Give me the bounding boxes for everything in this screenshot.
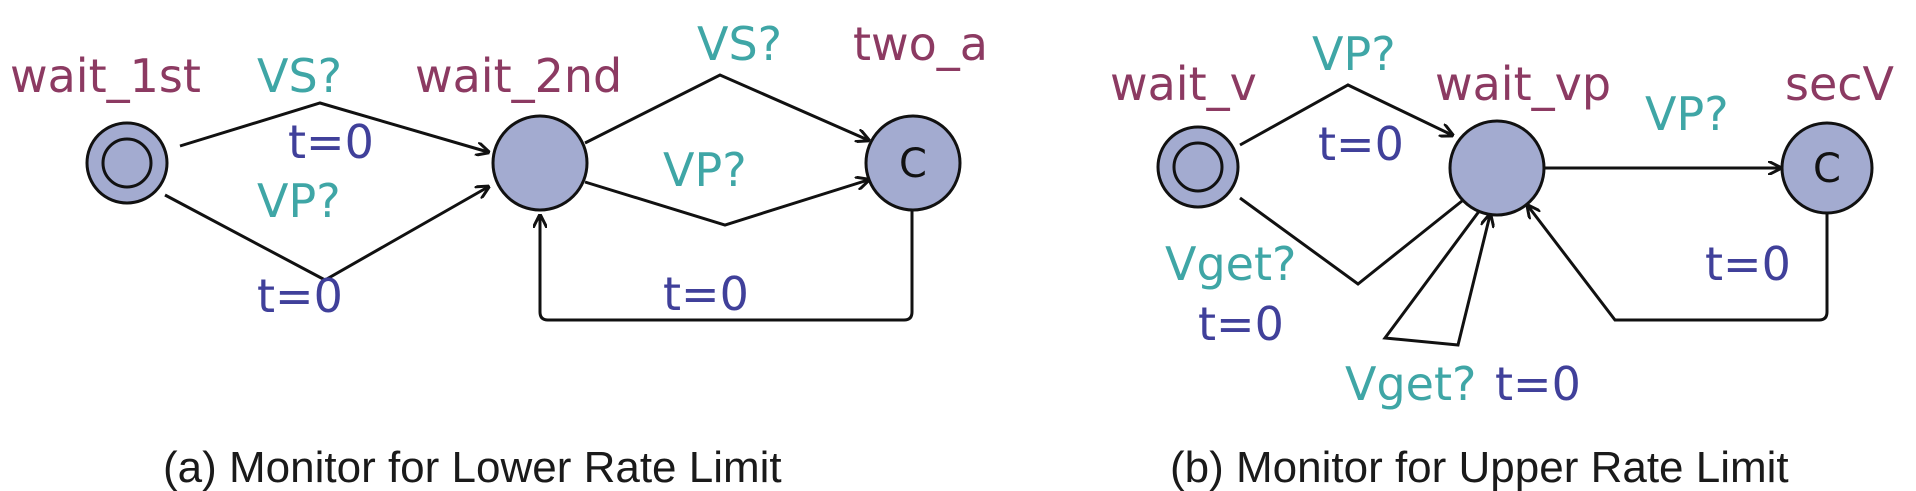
state-name-secv: secV [1785, 57, 1895, 111]
label-vget-left: Vget? [1165, 237, 1296, 291]
edge-wait2nd-to-twoa-vs [584, 73, 868, 145]
edge-wait1st-to-wait2nd-vp [164, 187, 488, 282]
edge-secv-to-waitvp-return [1528, 206, 1829, 322]
caption-a: (a) Monitor for Lower Rate Limit [163, 443, 782, 491]
committed-mark-secv: C [1813, 146, 1841, 192]
state-two-a: C [864, 114, 962, 212]
edge-twoa-to-wait2nd-return [540, 211, 914, 322]
label-vp-right-b: VP? [1645, 87, 1729, 141]
state-wait-v [1156, 125, 1240, 209]
state-name-wait-vp: wait_vp [1435, 57, 1611, 111]
panel-b: C wait_v wait_vp secV VP? t=0 Vget? t=0 … [1110, 27, 1895, 491]
state-wait-vp [1448, 119, 1546, 217]
label-vp-right: VP? [663, 143, 747, 197]
state-wait-1st [85, 121, 169, 205]
label-t0-top: t=0 [288, 115, 374, 169]
committed-mark-two-a: C [899, 141, 927, 187]
edge-wait1st-to-wait2nd-vs [179, 101, 488, 152]
edge-wait2nd-to-twoa-vp [584, 180, 868, 227]
state-name-two-a: two_a [853, 17, 988, 71]
label-t0-return: t=0 [663, 267, 749, 321]
caption-b: (b) Monitor for Upper Rate Limit [1170, 443, 1789, 491]
state-name-wait-v: wait_v [1110, 57, 1257, 111]
edge-waitv-to-waitvp-vget [1239, 193, 1472, 286]
label-t0-return-b: t=0 [1705, 237, 1791, 291]
label-vget-loop: Vget? [1345, 357, 1476, 411]
state-wait-2nd [491, 114, 589, 212]
edge-waitvp-self-loop-vget [1382, 209, 1490, 347]
panel-a: C wait_1st wait_2nd two_a VS? t=0 VP? t=… [10, 17, 988, 491]
label-vp-top: VP? [1312, 27, 1396, 81]
state-secv: C [1780, 121, 1874, 215]
label-t0-left: t=0 [1198, 297, 1284, 351]
edge-waitv-to-waitvp-vp [1239, 83, 1452, 147]
state-name-wait-2nd: wait_2nd [415, 49, 622, 103]
label-vs-top: VS? [257, 49, 342, 103]
label-vp-bottom: VP? [257, 174, 341, 228]
state-name-wait-1st: wait_1st [10, 49, 201, 103]
label-t0-loop: t=0 [1495, 357, 1581, 411]
label-vs-right: VS? [697, 17, 782, 71]
label-t0-top-b: t=0 [1318, 117, 1404, 171]
label-t0-bottom: t=0 [257, 269, 343, 323]
